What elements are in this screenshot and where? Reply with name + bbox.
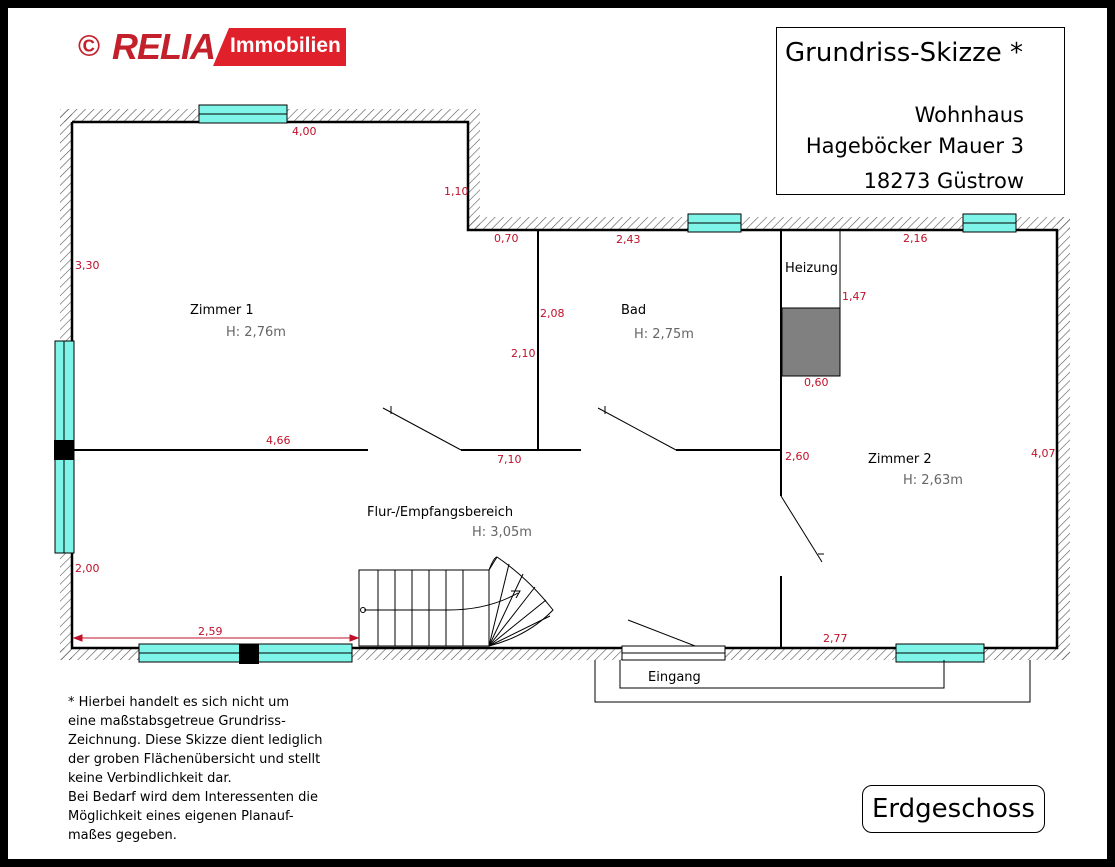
property-type: Wohnhaus: [914, 103, 1024, 127]
note-line: * Hierbei handelt es sich nicht um: [68, 695, 290, 710]
windows: [54, 104, 1017, 663]
dim-label: 4,66: [266, 434, 291, 447]
note-line: der groben Flächenübersicht und stellt: [68, 752, 321, 767]
property-city: 18273 Güstrow: [863, 169, 1024, 193]
logo-subtitle: Immobilien: [230, 34, 341, 57]
note-line: keine Verbindlichkeit dar.: [68, 771, 232, 786]
dim-label: 1,10: [444, 185, 469, 198]
floorplan-page: © RELIA Immobilien Grundriss-Skizze * Wo…: [8, 8, 1107, 859]
dim-label: 7,10: [497, 453, 522, 466]
dim-label: 2,08: [540, 307, 565, 320]
dim-label: 2,43: [616, 233, 641, 246]
room-name-zimmer-2: Zimmer 2: [868, 452, 932, 467]
plan-title: Grundriss-Skizze *: [785, 38, 1024, 68]
dim-label: 2,77: [823, 632, 848, 645]
title-box: Grundriss-Skizze * Wohnhaus Hageböcker M…: [776, 27, 1065, 195]
heizung-room: [781, 230, 841, 377]
property-street: Hageböcker Mauer 3: [805, 134, 1024, 158]
room-name-flur: Flur-/Empfangsbereich: [367, 505, 513, 520]
note-line: Zeichnung. Diese Skizze dient lediglich: [68, 733, 323, 748]
dim-label: 0,70: [494, 232, 519, 245]
note-line: Bei Bedarf wird dem Interessenten die: [68, 790, 318, 805]
room-name-bad: Bad: [621, 303, 646, 318]
outer-walls: [70, 120, 1059, 650]
room-height-zimmer-2: H: 2,63m: [903, 473, 963, 488]
dim-label: 2,10: [511, 347, 536, 360]
dim-label: 2,60: [785, 450, 810, 463]
note-line: maßes gegeben.: [68, 828, 177, 843]
dim-label: 4,00: [292, 125, 317, 138]
floorplan-drawing: Zimmer 1 H: 2,76m Bad H: 2,75m Zimmer 2 …: [54, 104, 1070, 703]
dim-label: 2,00: [75, 562, 100, 575]
entrance-outline: [594, 660, 1031, 703]
room-height-flur: H: 3,05m: [472, 525, 532, 540]
disclaimer-note: * Hierbei handelt es sich nicht um eine …: [68, 693, 368, 845]
dim-label: 1,47: [842, 290, 867, 303]
logo-wordmark: RELIA: [112, 26, 216, 67]
floor-level-label: Erdgeschoss: [862, 785, 1045, 833]
note-line: eine maßstabsgetreue Grundriss-: [68, 714, 286, 729]
room-height-zimmer-1: H: 2,76m: [226, 325, 286, 340]
note-line: Möglichkeit eines eigenen Planauf-: [68, 809, 294, 824]
room-name-heizung: Heizung: [785, 261, 838, 276]
interior-walls: [72, 230, 782, 648]
dim-label: 4,07: [1031, 447, 1056, 460]
dimension-arrow: [72, 634, 360, 642]
dim-label: 2,16: [903, 232, 928, 245]
copyright-mark: ©: [78, 30, 100, 63]
dim-label: 2,59: [198, 625, 223, 638]
window-posts: [54, 440, 259, 664]
chimney-block: [781, 307, 841, 377]
room-name-zimmer-1: Zimmer 1: [190, 303, 254, 318]
dim-label: 3,30: [75, 259, 100, 272]
dim-label: 0,60: [804, 376, 829, 389]
staircase: [358, 556, 554, 647]
wall-hatching: [60, 109, 1070, 660]
logo-band: [213, 28, 346, 66]
room-height-bad: H: 2,75m: [634, 327, 694, 342]
entrance-label: Eingang: [648, 670, 701, 685]
